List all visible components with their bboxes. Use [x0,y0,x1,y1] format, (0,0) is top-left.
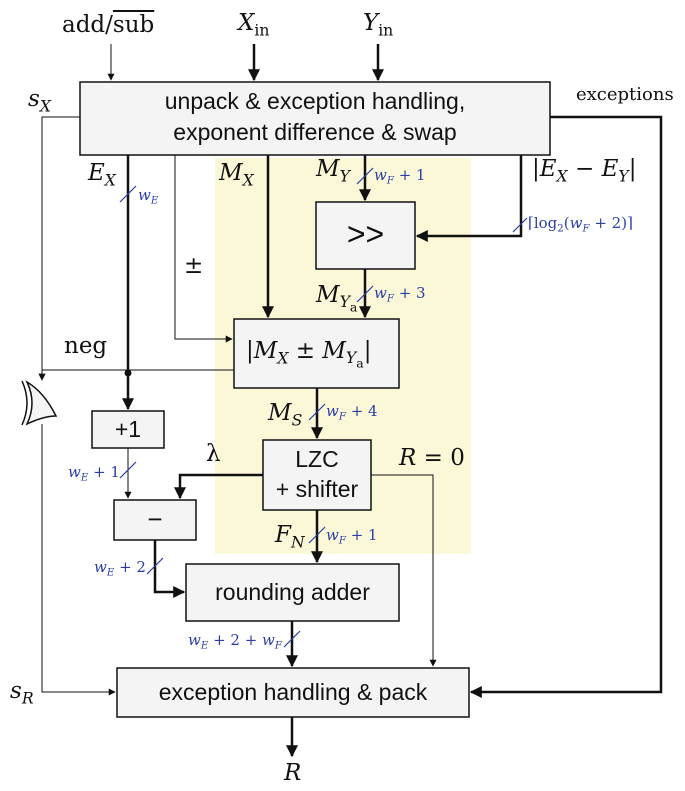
pm-wire [174,155,233,343]
sr-label: sR [10,678,34,708]
minus-out-wire [153,540,186,598]
plus-one-label: +1 [114,416,142,442]
width-ms: wF + 4 [326,402,378,423]
sx-label: sX [28,86,51,116]
slash-log2 [512,217,528,233]
lambda-wire [174,473,263,500]
lzc-line1: LZC [295,446,339,472]
r-zero-label: R = 0 [399,445,465,471]
sx-wire [38,116,80,381]
xor-gate-extra-arc [21,380,28,426]
lzc-line2: + shifter [275,476,359,502]
r-zero-wire [371,474,437,667]
width-log2: ⌈log2(wF + 2)⌉ [528,214,633,235]
unpack-block [79,81,551,156]
pack-block [116,667,470,718]
rounding-block [185,563,400,622]
y-in-label: Yin [363,10,394,40]
slash-my [356,167,374,185]
ms-label: MS [268,400,303,430]
width-we: wE [138,186,159,207]
lambda-label: λ [206,441,221,467]
mx-label: MX [219,160,254,190]
xor-gate [25,380,58,426]
slash-we [119,185,137,203]
abs-sum-label: |MX ± MYa| [246,338,372,371]
add-sub-label: add/sub [62,12,155,38]
rounding-label: rounding adder [215,579,370,605]
slash-we1 [119,461,137,479]
width-fn: wF + 1 [326,526,378,547]
pack-label: exception handling & pack [158,679,428,705]
width-my: wF + 1 [374,166,426,187]
width-mya: wF + 3 [374,284,426,305]
r-out-label: R [284,760,302,786]
exceptions-wire [469,115,663,698]
sr-wire [41,424,116,696]
mya-label: MYa [316,282,358,315]
width-we2wf: wE + 2 + wF [188,631,282,652]
slash-ms [308,403,326,421]
exp-diff-wire [415,155,523,242]
my-label: MY [316,156,350,186]
shift-block [315,201,416,270]
neg-label: neg [64,333,108,359]
shift-label: >> [346,216,385,252]
slash-we2wf [283,630,301,648]
fn-label: FN [275,522,305,552]
bus-width-slashes [119,167,528,648]
unpack-line1: unpack & exception handling, [164,88,466,114]
ex-junction [124,369,132,377]
abs-sum-block [233,318,400,389]
minus-label: − [147,504,163,534]
width-we2: wE + 2 [94,558,146,579]
slash-mya [356,285,374,303]
pm-label: ± [184,253,204,279]
slash-we2 [146,557,164,575]
exp-diff-label: |EX − EY| [532,156,637,186]
exceptions-label: exceptions [576,84,674,105]
ex-label: EX [88,160,116,190]
x-in-label: Xin [238,10,270,40]
width-we1: wE + 1 [68,463,120,484]
unpack-line2: exponent difference & swap [173,119,457,145]
neg-wire [38,369,234,381]
slash-fn [308,526,326,544]
